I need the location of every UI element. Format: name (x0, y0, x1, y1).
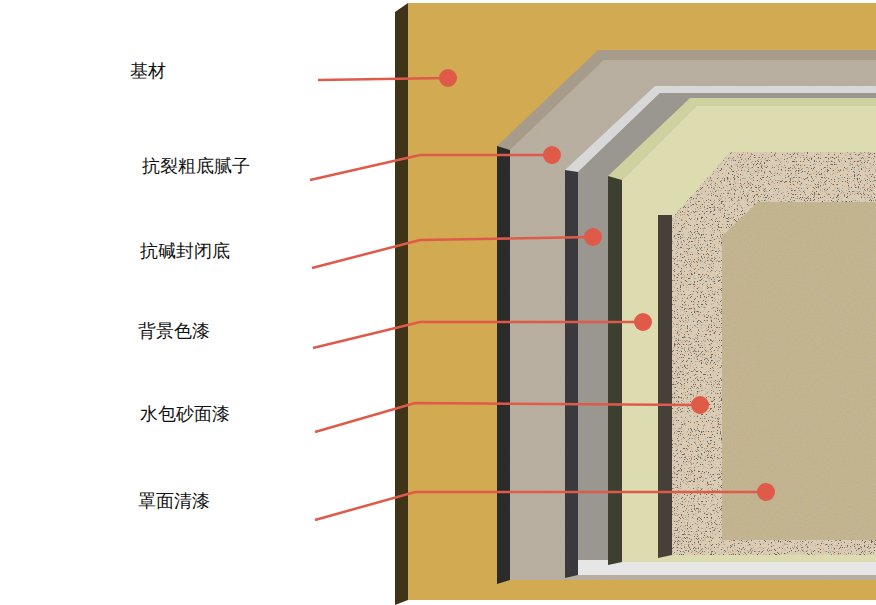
leader-dots (439, 69, 775, 501)
layer-label: 基材 (130, 60, 166, 82)
layer-label: 抗碱封闭底 (140, 240, 230, 262)
layer-label: 背景色漆 (138, 320, 210, 342)
layer-label: 抗裂粗底腻子 (142, 155, 250, 177)
leader-lines (310, 78, 766, 520)
layer-label: 水包砂面漆 (140, 403, 230, 425)
layer-label: 罩面清漆 (138, 490, 210, 512)
